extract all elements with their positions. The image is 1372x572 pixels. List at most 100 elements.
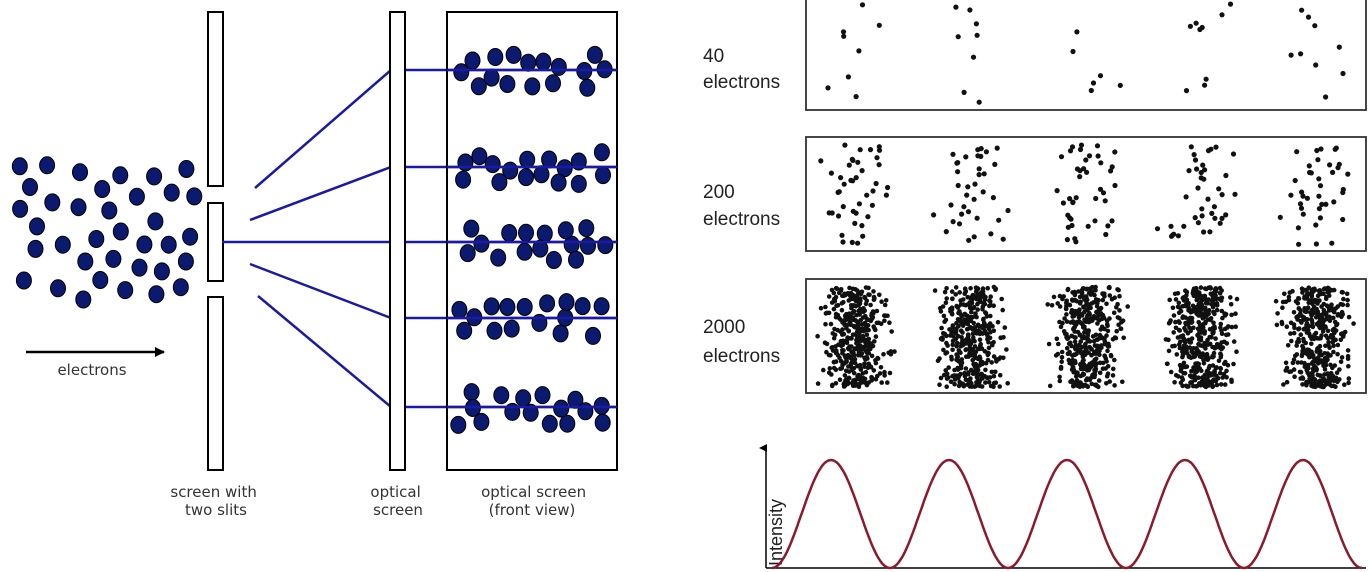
electron-hit-dot	[1172, 343, 1177, 349]
electron-hit-dot	[1317, 183, 1324, 189]
electron-hit-dot	[1345, 297, 1350, 303]
electron-hit-dot	[971, 304, 977, 310]
electron-hit-dot	[1167, 319, 1173, 325]
panel-dots	[815, 284, 1356, 390]
incoming-electron	[112, 166, 129, 185]
electron-hit-dot	[1320, 384, 1325, 389]
electron-hit-dot	[978, 343, 983, 349]
left-diagram: electrons screen with	[11, 11, 618, 519]
electron-hit-dot	[864, 192, 870, 198]
electron-hit-dot	[970, 54, 977, 60]
electron-hit-dot	[1068, 379, 1073, 385]
electron-hit-dot	[967, 342, 973, 347]
electron-hit-dot	[1233, 324, 1238, 330]
electron-hit-dot	[948, 379, 954, 385]
electron-hit-dot	[1322, 309, 1327, 315]
electron-hit-dot	[1096, 378, 1102, 383]
electron-hit-dot	[1280, 305, 1285, 311]
electron-hit-dot	[1188, 380, 1193, 385]
electron-hit-dot	[1325, 285, 1331, 291]
electron-hit-dot	[1333, 328, 1339, 333]
electron-hit-dot	[973, 383, 979, 389]
electron-hit-dot	[1314, 307, 1319, 312]
electron-hit-dot	[1298, 369, 1304, 375]
electron-hit-dot	[835, 353, 841, 358]
electron-hit-dot	[1224, 375, 1229, 380]
electron-hit-dot	[1331, 343, 1336, 349]
electron-hit-dot	[1102, 341, 1108, 347]
electron-hit-dot	[1312, 377, 1318, 382]
electron-hit-dot	[938, 336, 944, 342]
electron-hit-dot	[986, 340, 991, 345]
electron-hit-dot	[1318, 336, 1323, 341]
electron-hit-dot	[1191, 346, 1196, 351]
electron-hit-dot	[841, 33, 847, 39]
electron-hit-dot	[1188, 144, 1194, 150]
electron-hit-dot	[1333, 375, 1339, 381]
electron-hit-dot	[1069, 308, 1075, 313]
electron-hit-dot	[1104, 301, 1109, 307]
slit-screen-top-segment	[207, 11, 224, 187]
electron-hit-dot	[1309, 288, 1314, 294]
electron-hit-dot	[1204, 353, 1210, 359]
electron-hit-dot	[1054, 336, 1060, 342]
electron-hit-dot	[1340, 70, 1346, 77]
electron-hit-dot	[1213, 144, 1219, 150]
electron-hit-dot	[950, 151, 956, 157]
electron-hit-dot	[1195, 351, 1201, 357]
electron-hit-dot	[975, 377, 981, 383]
electron-hit-dot	[857, 147, 863, 153]
electron-hit-dot	[981, 171, 987, 177]
electron-hit-dot	[1112, 357, 1117, 363]
electron-hit-dot	[856, 201, 863, 207]
electron-hit-dot	[1090, 80, 1097, 86]
electron-hit-dot	[938, 375, 944, 381]
panel-unit-label: electrons	[703, 346, 780, 367]
electron-hit-dot	[1093, 284, 1098, 290]
electron-hit-dot	[1281, 382, 1286, 387]
electron-hit-dot	[844, 337, 850, 343]
electron-hit-dot	[1288, 331, 1293, 336]
screen-electron	[524, 77, 541, 96]
electron-hit-dot	[1190, 289, 1196, 295]
electron-hit-dot	[979, 323, 985, 329]
electron-hit-dot	[1093, 351, 1099, 356]
electron-hit-dot	[939, 325, 944, 331]
electron-hit-dot	[1211, 354, 1216, 359]
electron-hit-dot	[1202, 293, 1208, 299]
electron-hit-dot	[1203, 76, 1209, 82]
electron-hit-dot	[963, 312, 968, 318]
electron-hit-dot	[957, 290, 962, 295]
electron-hit-dot	[1288, 320, 1294, 326]
electron-hit-dot	[1064, 319, 1070, 324]
electron-hit-dot	[856, 48, 862, 54]
electron-hit-dot	[1105, 223, 1111, 229]
electron-hit-dot	[994, 145, 1000, 151]
electron-hit-dot	[1055, 351, 1061, 357]
electron-hit-dot	[1301, 338, 1307, 344]
electron-hit-dot	[849, 368, 855, 373]
electron-hit-dot	[1072, 324, 1077, 330]
electron-hit-dot	[1289, 338, 1294, 344]
electron-hit-dot	[1292, 177, 1298, 184]
electron-hit-dot	[1181, 338, 1187, 343]
electron-hit-dot	[964, 354, 969, 360]
electron-hit-dot	[861, 321, 867, 327]
electron-hit-dot	[1072, 289, 1077, 295]
electron-hit-dot	[840, 204, 846, 210]
electron-hit-dot	[970, 331, 976, 337]
electron-hit-dot	[1298, 51, 1304, 57]
electron-hit-dot	[1304, 317, 1310, 322]
screen-electron	[585, 326, 601, 345]
electron-hit-dot	[932, 288, 938, 293]
electron-hit-dot	[1209, 380, 1214, 386]
electron-hit-dot	[1205, 317, 1211, 322]
electron-hit-dot	[950, 342, 955, 348]
electron-hit-dot	[1318, 373, 1323, 378]
electron-hit-dot	[1316, 176, 1322, 182]
electron-hit-dot	[1322, 351, 1327, 356]
electron-hit-dot	[1231, 339, 1237, 344]
electron-hit-dot	[961, 297, 966, 302]
electron-hit-dot	[1175, 233, 1181, 239]
electron-hit-dot	[1172, 291, 1178, 297]
